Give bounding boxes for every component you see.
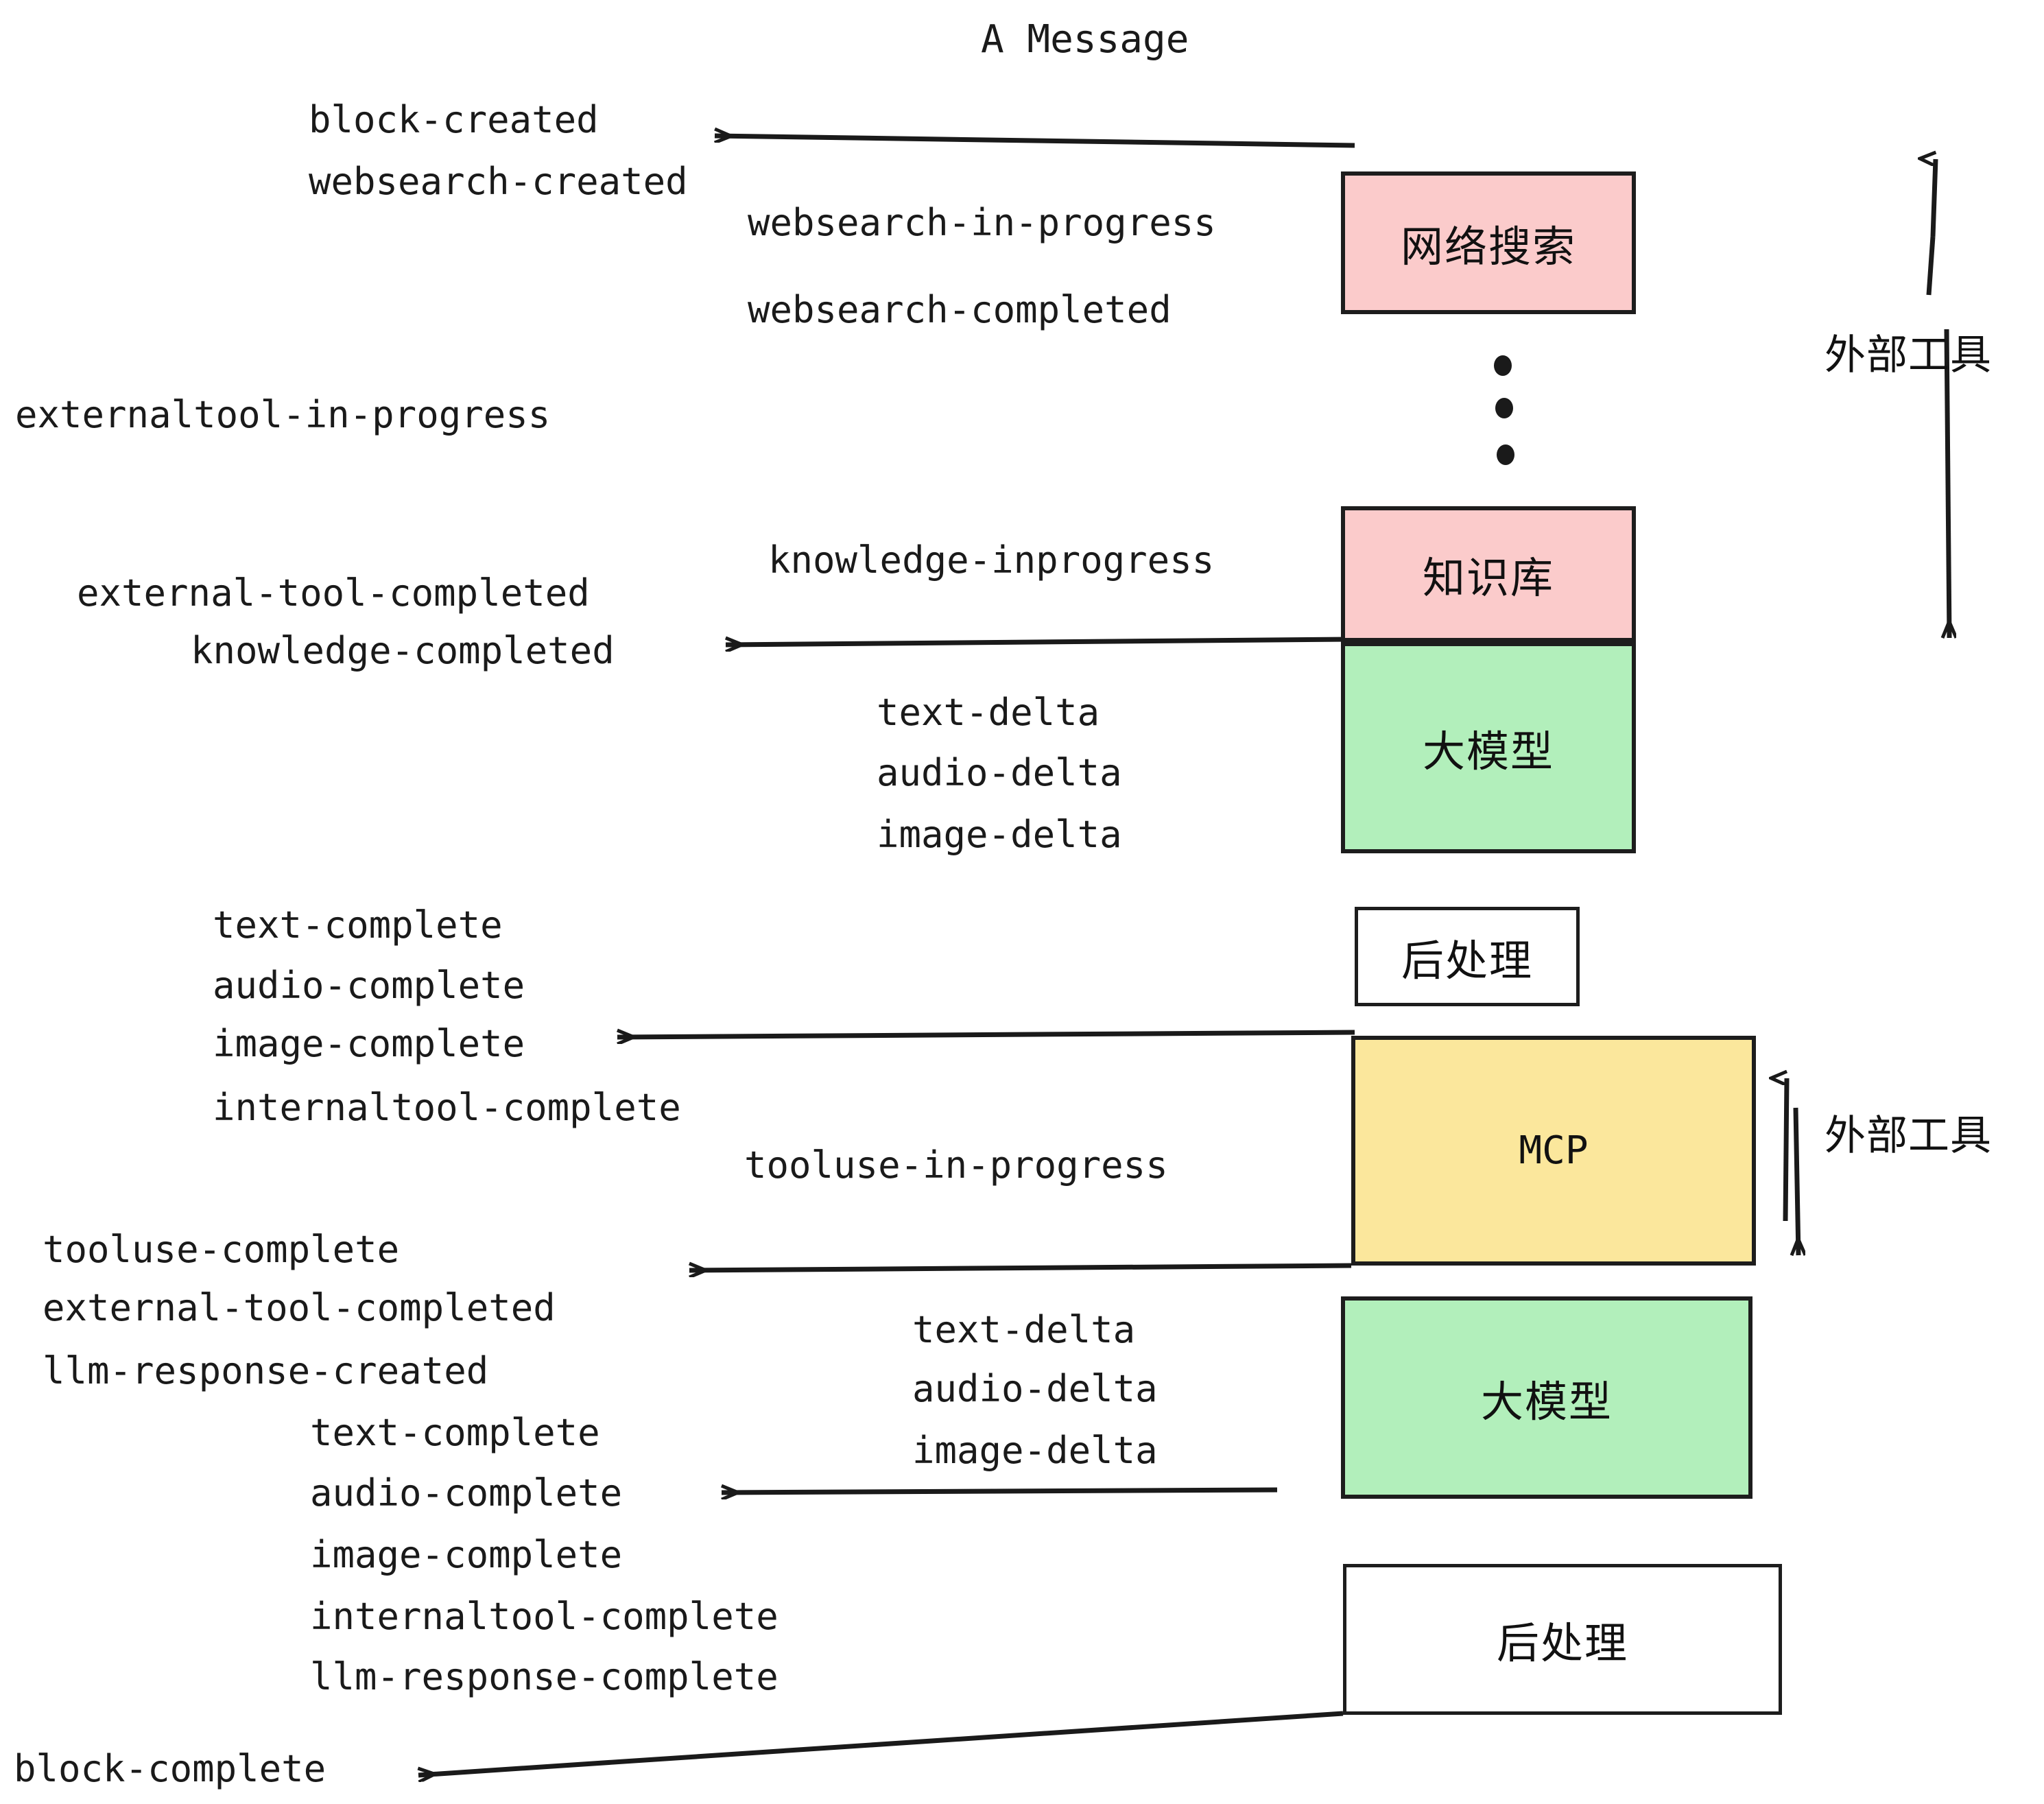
arrow-knowledge-completed	[726, 639, 1351, 645]
event-internaltool-complete-2: internaltool-complete	[310, 1595, 779, 1638]
diagram-title: A Message	[981, 17, 1189, 62]
event-audio-complete-2: audio-complete	[310, 1471, 623, 1515]
box-knowledge-label: 知识库	[1422, 553, 1554, 603]
arrow-mcp-complete	[689, 1266, 1352, 1270]
ellipsis-dot	[1495, 398, 1513, 418]
ellipsis-dot	[1494, 355, 1512, 376]
box-postprocess-2-label: 后处理	[1496, 1618, 1628, 1668]
box-llm-1-label: 大模型	[1422, 726, 1554, 776]
arrow-postprocess-1	[617, 1032, 1355, 1037]
ellipsis-dot	[1497, 444, 1514, 465]
arrow-postprocess-2	[418, 1711, 1344, 1775]
event-audio-complete-1: audio-complete	[213, 964, 525, 1007]
event-text-delta-2: text-delta	[912, 1308, 1136, 1351]
event-text-complete-1: text-complete	[213, 903, 503, 947]
event-image-delta-2: image-delta	[912, 1429, 1158, 1472]
side-label-external-tools-top: 外部工具	[1825, 331, 1992, 379]
event-knowledge-inprogress: knowledge-inprogress	[768, 538, 1215, 582]
event-tooluse-complete: tooluse-complete	[43, 1228, 400, 1271]
box-websearch-label: 网络搜索	[1400, 222, 1576, 272]
box-llm-1[interactable]: 大模型	[1341, 642, 1636, 853]
box-llm-2-label: 大模型	[1480, 1376, 1613, 1427]
box-postprocess-2[interactable]: 后处理	[1343, 1564, 1782, 1715]
arrow-websearch-created	[715, 136, 1355, 148]
event-llm-response-complete: llm-response-complete	[310, 1655, 779, 1698]
box-mcp[interactable]: MCP	[1351, 1036, 1756, 1266]
event-block-complete: block-complete	[14, 1747, 326, 1790]
event-websearch-in-progress: websearch-in-progress	[748, 201, 1216, 244]
box-postprocess-1[interactable]: 后处理	[1355, 907, 1580, 1006]
arrow-external-tools-shaft-top	[1926, 236, 1936, 296]
event-external-tool-completed-1: external-tool-completed	[77, 571, 590, 615]
event-audio-delta-1: audio-delta	[877, 751, 1122, 794]
arrow-external-tools-down-bottom	[1796, 1107, 1798, 1255]
event-block-created: block-created	[309, 98, 599, 141]
event-websearch-created: websearch-created	[309, 160, 688, 203]
event-llm-response-created: llm-response-created	[43, 1349, 489, 1392]
event-image-complete-2: image-complete	[310, 1533, 623, 1576]
event-image-complete-1: image-complete	[213, 1022, 525, 1065]
event-knowledge-completed: knowledge-completed	[191, 629, 615, 672]
box-knowledge[interactable]: 知识库	[1341, 506, 1636, 642]
side-label-external-tools-bottom: 外部工具	[1825, 1112, 1992, 1160]
arrow-external-tools-up-bottom	[1785, 1078, 1790, 1222]
event-external-tool-completed-2: external-tool-completed	[43, 1286, 556, 1329]
event-externaltool-in-progress: externaltool-in-progress	[15, 393, 551, 436]
box-llm-2[interactable]: 大模型	[1341, 1296, 1752, 1499]
event-tooluse-in-progress: tooluse-in-progress	[744, 1143, 1168, 1187]
box-postprocess-1-label: 后处理	[1401, 935, 1533, 986]
event-text-delta-1: text-delta	[877, 691, 1100, 734]
arrow-external-tools-up-top	[1933, 159, 1938, 237]
event-audio-delta-2: audio-delta	[912, 1367, 1158, 1410]
box-mcp-label: MCP	[1519, 1128, 1589, 1173]
event-websearch-completed: websearch-completed	[748, 288, 1172, 331]
event-internaltool-complete-1: internaltool-complete	[213, 1086, 681, 1129]
event-text-complete-2: text-complete	[310, 1411, 600, 1454]
box-websearch[interactable]: 网络搜索	[1341, 171, 1636, 314]
arrow-llm-2	[722, 1490, 1278, 1493]
event-image-delta-1: image-delta	[877, 813, 1122, 856]
